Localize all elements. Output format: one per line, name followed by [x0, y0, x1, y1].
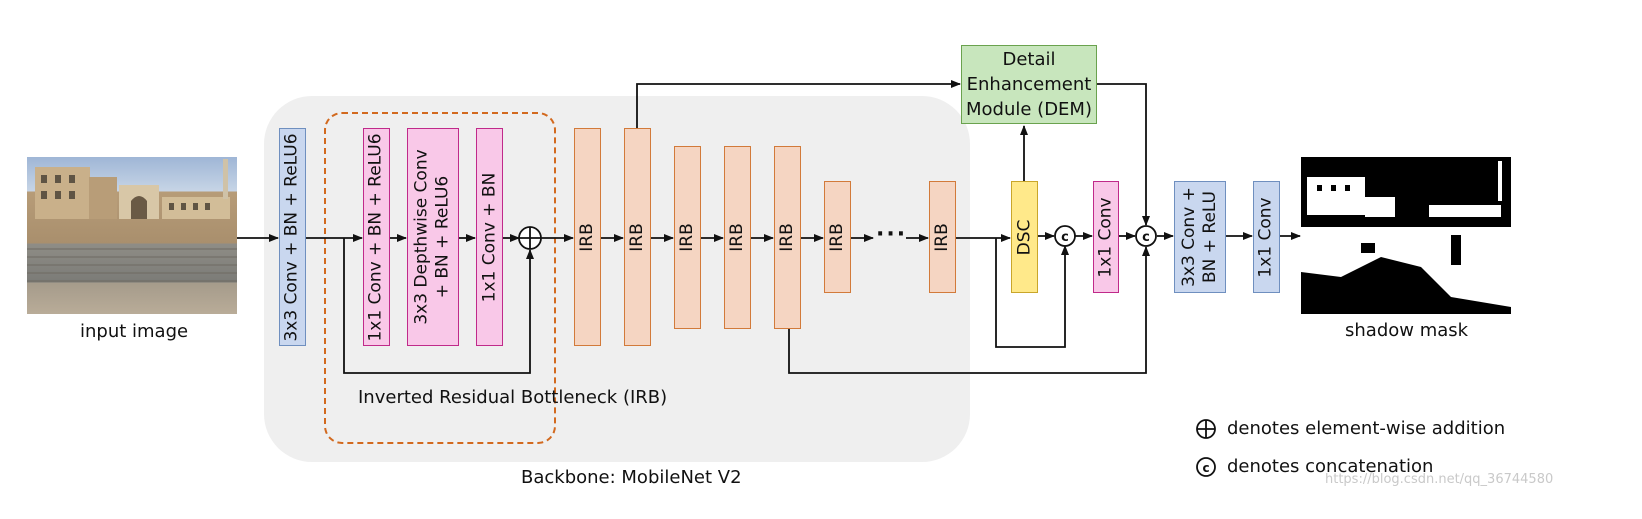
irb-group-label: Inverted Residual Bottleneck (IRB) [358, 387, 668, 408]
head-conv-block: 3x3 Conv + BN + ReLU [1174, 181, 1226, 293]
concat-node-1 [1054, 225, 1076, 247]
dsc-block: DSC [1011, 181, 1038, 293]
addition-node [518, 226, 542, 250]
irb-block-4-label: IRB [727, 223, 747, 252]
irb-block-6-label: IRB [827, 222, 847, 252]
edge-irb2-dem [636, 80, 961, 129]
irb-block-6: IRB [824, 181, 851, 293]
edge-irb5-concat2 [788, 246, 1150, 374]
watermark: https://blog.csdn.net/qq_36744580 [1325, 472, 1554, 487]
concat-node-2 [1135, 225, 1157, 247]
head-conv1x1-label: 1x1 Conv [1256, 196, 1277, 278]
irb-block-2-label: IRB [627, 222, 647, 252]
stem-conv-block: 3x3 Conv + BN + ReLU6 [279, 128, 306, 346]
edge-skip-add [343, 238, 534, 374]
shadow-mask-image [1301, 157, 1511, 314]
legend-addition-icon [1196, 419, 1216, 439]
edge-dem-concat2 [1097, 83, 1150, 226]
legend-addition-text: denotes element-wise addition [1227, 418, 1506, 439]
irb-block-7-label: IRB [932, 222, 952, 252]
irb-block-2: IRB [624, 128, 651, 346]
irb-block-5: IRB [774, 146, 801, 329]
irb-conv2-label: 1x1 Conv + BN [479, 172, 500, 302]
output-label: shadow mask [1345, 320, 1469, 341]
irb-block-7: IRB [929, 181, 956, 293]
irb-block-1-label: IRB [577, 222, 597, 252]
dsc-label: DSC [1014, 219, 1035, 255]
irb-dwconv-block: 3x3 Depthwise Conv + BN + ReLU6 [407, 128, 459, 346]
conv1x1-block: 1x1 Conv [1093, 181, 1119, 293]
irb-block-4: IRB [724, 146, 751, 329]
input-label: input image [80, 321, 189, 342]
input-image [27, 157, 237, 314]
head-conv-label: 3x3 Conv + BN + ReLU [1179, 187, 1221, 287]
irb-dwconv-label: 3x3 Depthwise Conv + BN + ReLU6 [412, 149, 453, 325]
irb-conv2-block: 1x1 Conv + BN [476, 128, 503, 346]
irb-block-3: IRB [674, 146, 701, 329]
irb-block-5-label: IRB [777, 223, 797, 252]
dem-block: Detail Enhancement Module (DEM) [961, 45, 1097, 124]
shadow-mask-scene [1301, 161, 1511, 307]
conv1x1-label: 1x1 Conv [1095, 196, 1116, 278]
irb-block-3-label: IRB [677, 223, 697, 252]
irb-block-1: IRB [574, 128, 601, 346]
head-conv1x1-block: 1x1 Conv [1253, 181, 1280, 293]
edge-skip-concat1 [995, 238, 1069, 348]
legend-concat-symbol: c [1202, 461, 1209, 475]
irb-group-outline [324, 112, 556, 444]
concat-symbol-2: c [1142, 230, 1150, 245]
ellipsis: ··· [876, 222, 908, 247]
input-image-scene [27, 159, 237, 282]
dem-label: Detail Enhancement Module (DEM) [966, 49, 1092, 120]
concat-symbol-1: c [1061, 230, 1069, 245]
backbone-label: Backbone: MobileNet V2 [521, 467, 742, 488]
irb-conv1-block: 1x1 Conv + BN + ReLU6 [363, 128, 390, 346]
legend-concat-icon [1196, 457, 1216, 477]
irb-conv1-label: 1x1 Conv + BN + ReLU6 [366, 132, 387, 342]
legend-concat-text: denotes concatenation [1227, 456, 1434, 477]
stem-conv-label: 3x3 Conv + BN + ReLU6 [282, 132, 303, 342]
